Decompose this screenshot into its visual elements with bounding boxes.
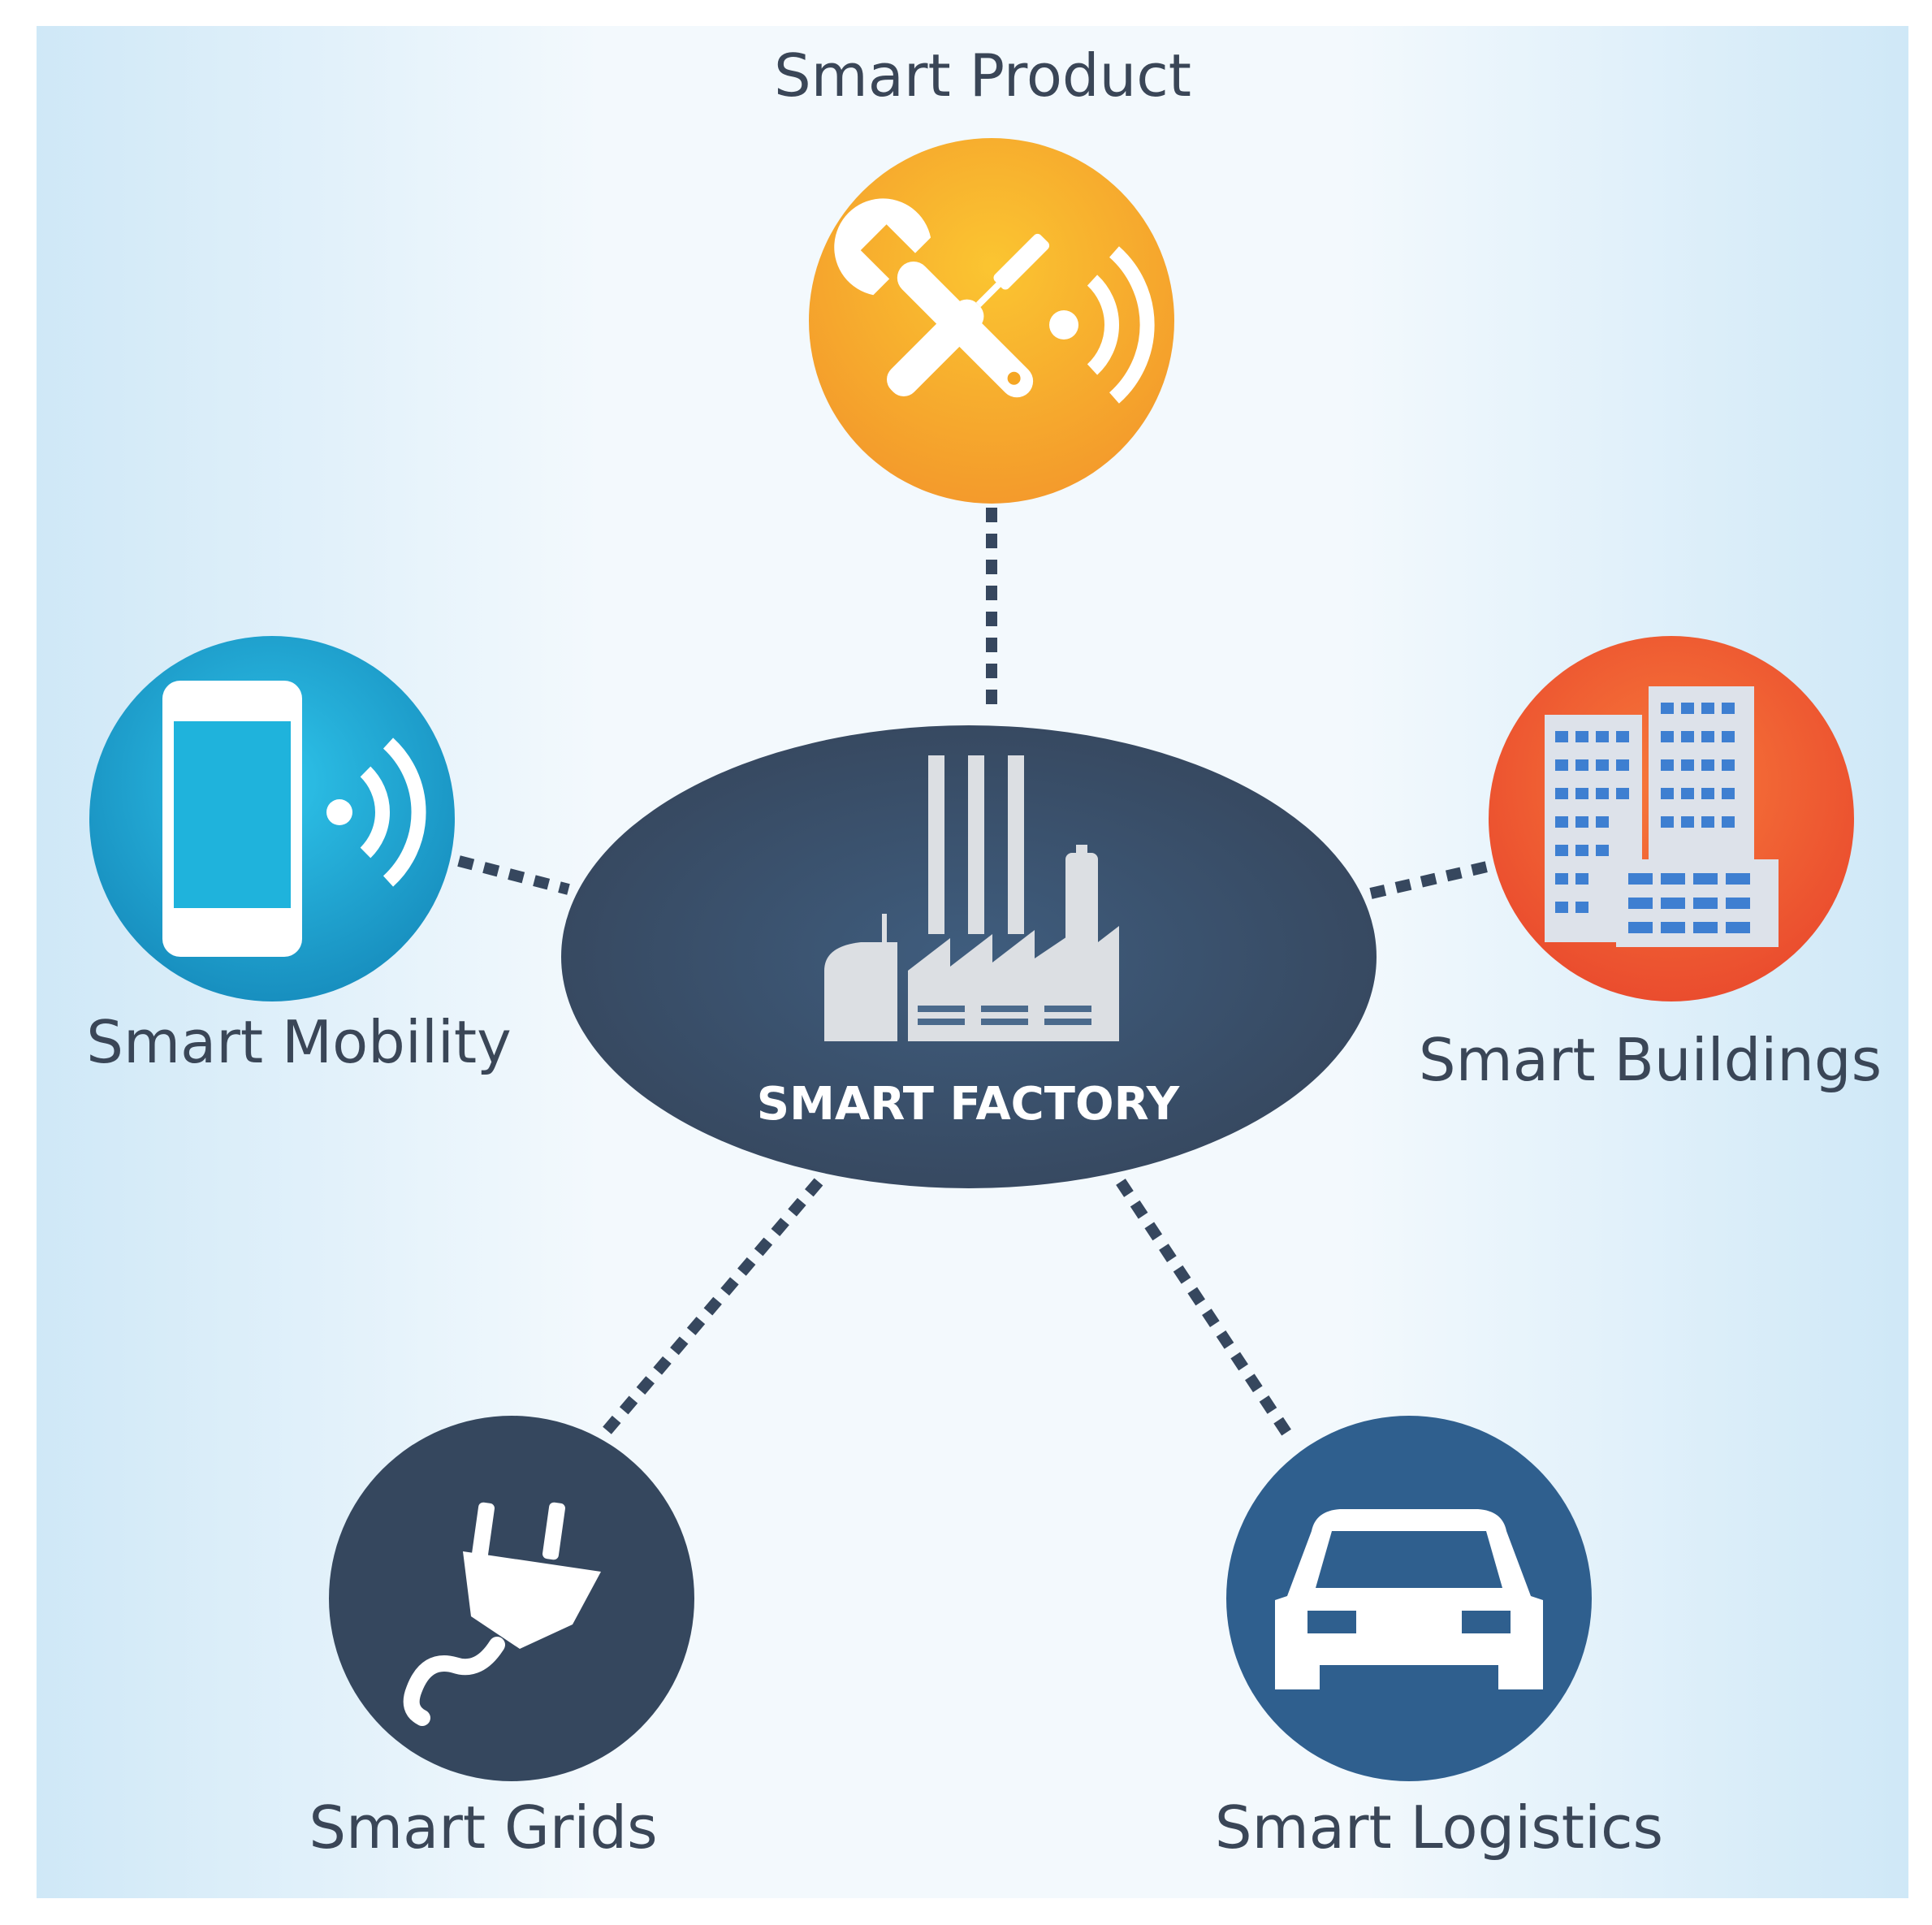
node-smart-logistics: Smart Logistics (1215, 1416, 1663, 1862)
node-label-buildings: Smart Buildings (1419, 1026, 1882, 1094)
center-label: SMART FACTORY (757, 1078, 1181, 1131)
connector-mobility (457, 855, 570, 895)
node-smart-grids: Smart Grids (309, 1416, 694, 1862)
factory-icon (824, 755, 1119, 1041)
node-label-mobility: Smart Mobility (86, 1008, 511, 1076)
plug-icon (403, 1502, 601, 1726)
node-smart-product: Smart Product (774, 41, 1191, 504)
connector-buildings (1369, 859, 1496, 899)
tools-icon (834, 198, 1155, 404)
buildings-icon (1545, 686, 1779, 947)
node-smart-mobility: Smart Mobility (86, 636, 512, 1076)
car-icon (1275, 1509, 1543, 1689)
node-smart-buildings: Smart Buildings (1419, 636, 1882, 1094)
node-label-product: Smart Product (774, 41, 1191, 110)
connector-grids (596, 1178, 823, 1442)
node-circle-product (809, 138, 1174, 504)
node-label-logistics: Smart Logistics (1215, 1793, 1663, 1862)
connectors (457, 508, 1496, 1442)
center-node: SMART FACTORY (561, 725, 1377, 1188)
node-label-grids: Smart Grids (309, 1793, 657, 1862)
smartphone-icon (162, 681, 426, 957)
